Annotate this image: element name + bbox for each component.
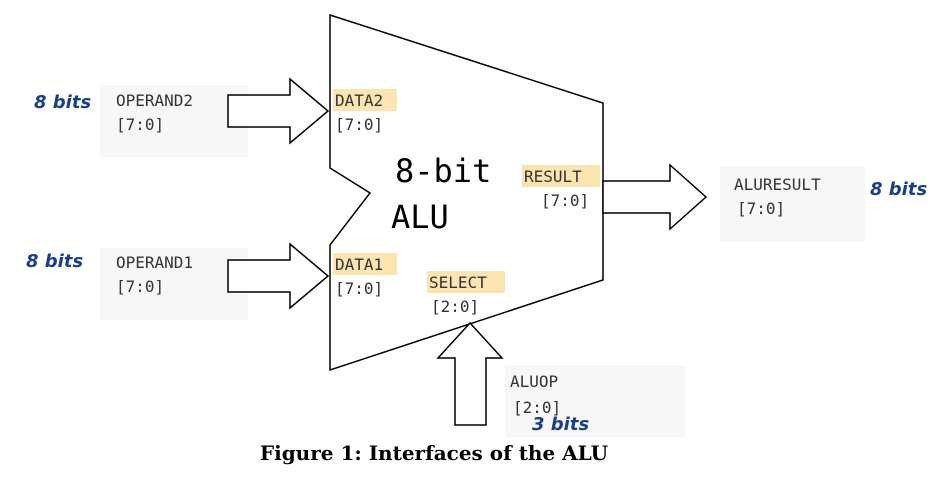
alu-body	[329, 13, 604, 372]
operand1-bits-annotation: 8 bits	[26, 251, 83, 272]
operand2-label: OPERAND2	[116, 91, 193, 110]
result-port-label: RESULT	[524, 167, 582, 186]
select-port-width: [2:0]	[431, 297, 479, 316]
aluop-label-box	[505, 365, 685, 437]
result-highlight	[522, 165, 600, 187]
aluop-width: [2:0]	[513, 398, 561, 417]
operand1-label: OPERAND1	[116, 253, 193, 272]
operand2-arrow	[227, 77, 330, 145]
data2-port-label: DATA2	[335, 91, 383, 110]
aluresult-arrow	[602, 163, 708, 231]
figure-caption: Figure 1: Interfaces of the ALU	[260, 441, 608, 465]
operand2-bits-annotation: 8 bits	[34, 92, 91, 113]
aluresult-label-box	[720, 166, 865, 242]
aluresult-label: ALURESULT	[734, 175, 821, 194]
data1-highlight	[333, 253, 397, 275]
aluop-label: ALUOP	[510, 372, 558, 391]
select-port-label: SELECT	[429, 273, 487, 292]
aluop-bits-annotation: 3 bits	[532, 414, 589, 435]
alu-title-line2: ALU	[391, 198, 449, 236]
aluresult-bits-annotation: 8 bits	[870, 179, 927, 200]
operand1-arrow	[227, 242, 330, 310]
operand1-width: [7:0]	[116, 277, 164, 296]
data2-highlight	[333, 89, 397, 111]
data1-port-width: [7:0]	[335, 279, 383, 298]
operand2-width: [7:0]	[116, 115, 164, 134]
result-port-width: [7:0]	[541, 191, 589, 210]
aluop-arrow	[436, 321, 504, 426]
data1-port-label: DATA1	[335, 255, 383, 274]
operand1-label-box	[100, 248, 248, 320]
alu-title-line1: 8-bit	[395, 152, 491, 190]
operand2-label-box	[100, 85, 248, 157]
aluresult-width: [7:0]	[737, 199, 785, 218]
data2-port-width: [7:0]	[335, 115, 383, 134]
select-highlight	[427, 271, 505, 293]
